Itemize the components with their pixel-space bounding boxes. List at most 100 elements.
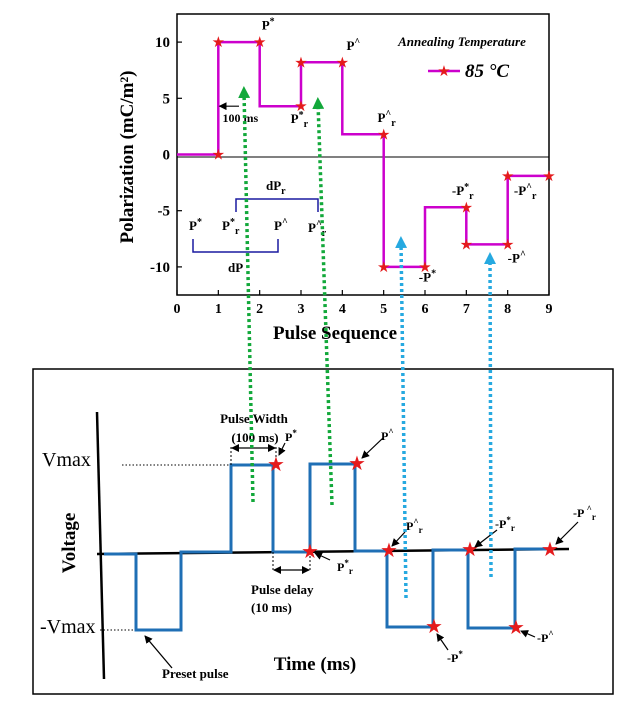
x-tick-label: 0	[174, 302, 181, 317]
arrow-neg-pr-star	[474, 529, 498, 548]
connector-arrows	[238, 86, 497, 599]
time-axis	[96, 547, 570, 556]
series-point: ★	[212, 148, 225, 164]
series-point: ★	[418, 260, 431, 276]
series-point: ★	[501, 237, 514, 253]
y-tick-label: 10	[155, 35, 170, 51]
x-tick-label: 5	[380, 302, 387, 317]
series-point: ★	[501, 169, 514, 185]
arrow-p-hat	[361, 437, 384, 459]
bracket-p-hat: P^	[274, 217, 288, 233]
marker-neg-pr-hat: ★	[541, 539, 559, 561]
marker-p-star: ★	[267, 454, 285, 476]
series-point: ★	[542, 169, 555, 185]
x-axis-label: Pulse Sequence	[273, 323, 397, 344]
arrow-neg-p-hat	[520, 630, 536, 638]
voltage-waveform	[104, 462, 549, 632]
label-p-star: P*	[285, 428, 297, 444]
point-label: P^r	[377, 109, 396, 129]
pulse-delay-value: (10 ms)	[251, 600, 292, 615]
x-tick-label: 2	[256, 302, 263, 317]
legend-label: 85 °C	[465, 61, 509, 82]
pulse-width-value: (100 ms)	[231, 430, 278, 445]
label-pr-star: P*r	[337, 558, 353, 576]
series-line	[177, 40, 549, 269]
series-point: ★	[460, 200, 473, 216]
series-point: ★	[294, 99, 307, 115]
dpr-label: dPr	[266, 178, 286, 197]
point-label: -P^r	[514, 182, 537, 202]
arrow-pr-hat	[391, 531, 406, 547]
x-tick-label: 1	[215, 302, 222, 317]
y-axis-label: Polarization (mC/m²)	[117, 71, 138, 244]
series-point: ★	[336, 55, 349, 71]
label-neg-pr-hat: -P ^r	[573, 504, 596, 522]
waveform-annotations: P* P^ P*r P^r -P* -P*r -P^ -P ^r	[278, 427, 596, 665]
preset-pulse-label: Preset pulse	[162, 666, 229, 681]
vmax-label: Vmax	[42, 449, 91, 471]
y-tick-label: -5	[158, 204, 171, 220]
series-point: ★	[377, 127, 390, 143]
point-label: P^	[346, 37, 360, 53]
green-arrow-p-hat	[312, 97, 334, 506]
pulse-delay-label: Pulse delay	[251, 582, 314, 597]
voltage-waveform-panel: Vmax -Vmax Pulse Width (100 ms) Pulse de…	[32, 368, 614, 695]
label-neg-pr-star: -P*r	[495, 515, 515, 533]
x-tick-label: 4	[339, 302, 346, 317]
series-point: ★	[212, 35, 225, 51]
label-neg-p-hat: -P^	[537, 629, 554, 645]
series-point: ★	[377, 260, 390, 276]
marker-neg-pr-star: ★	[461, 539, 479, 561]
series-point: ★	[253, 35, 266, 51]
y-tick-label: 0	[163, 148, 171, 164]
x-tick-label: 7	[463, 302, 470, 317]
point-label: P*	[262, 17, 275, 33]
bottom-x-axis-label: Time (ms)	[274, 654, 357, 675]
label-pr-hat: P^r	[406, 517, 423, 535]
y-tick-label: -10	[150, 260, 170, 276]
point-label: 100 ms	[222, 111, 258, 125]
legend-marker-star: ★	[437, 64, 450, 80]
dp-label: dP	[228, 260, 243, 275]
legend-title: Annealing Temperature	[397, 34, 526, 49]
panel-frame	[32, 368, 614, 695]
x-tick-label: 3	[298, 302, 305, 317]
preset-pulse-arrow	[144, 635, 173, 669]
green-arrow-p-star	[238, 86, 255, 503]
marker-neg-p-star: ★	[425, 616, 443, 638]
arrow-neg-pr-hat	[555, 521, 579, 545]
point-label: P*r	[291, 110, 309, 130]
y-tick-label: 5	[163, 91, 171, 107]
voltage-axis	[95, 411, 106, 680]
x-tick-label: 9	[546, 302, 553, 317]
point-label: -P*r	[452, 182, 474, 202]
marker-neg-p-hat: ★	[507, 617, 525, 639]
label-neg-p-star: -P*	[447, 649, 463, 665]
tick-group: 0 1 2 3 4 5 6 7 8 9 10 5 0 -5 -10	[150, 35, 553, 317]
blue-arrow-neg-p-hat	[484, 252, 497, 578]
trace-group: ★ ★ ★ ★ ★ ★ ★ ★ ★ ★ ★ ★ ★ ★	[177, 35, 556, 276]
neg-vmax-label: -Vmax	[40, 616, 96, 638]
blue-arrow-neg-p-star	[395, 236, 408, 599]
x-tick-label: 8	[504, 302, 511, 317]
dpr-bracket	[235, 198, 319, 212]
point-label: -P*	[419, 269, 436, 285]
bracket-pr-star: P*r	[222, 217, 240, 237]
arrow-p-star	[278, 442, 286, 456]
point-label: -P^	[508, 249, 526, 265]
label-p-hat: P^	[381, 427, 394, 443]
series-point: ★	[460, 237, 473, 253]
dp-bracket	[192, 239, 279, 253]
series-point: ★	[294, 55, 307, 71]
bottom-y-axis-label: Voltage	[59, 513, 80, 574]
marker-pr-star: ★	[301, 541, 319, 563]
arrow-neg-p-star	[436, 633, 449, 651]
x-tick-label: 6	[422, 302, 429, 317]
bracket-p-star: P*	[189, 217, 202, 233]
pulse-width-label: Pulse Width	[220, 411, 289, 426]
arrow-pr-star	[314, 552, 331, 561]
